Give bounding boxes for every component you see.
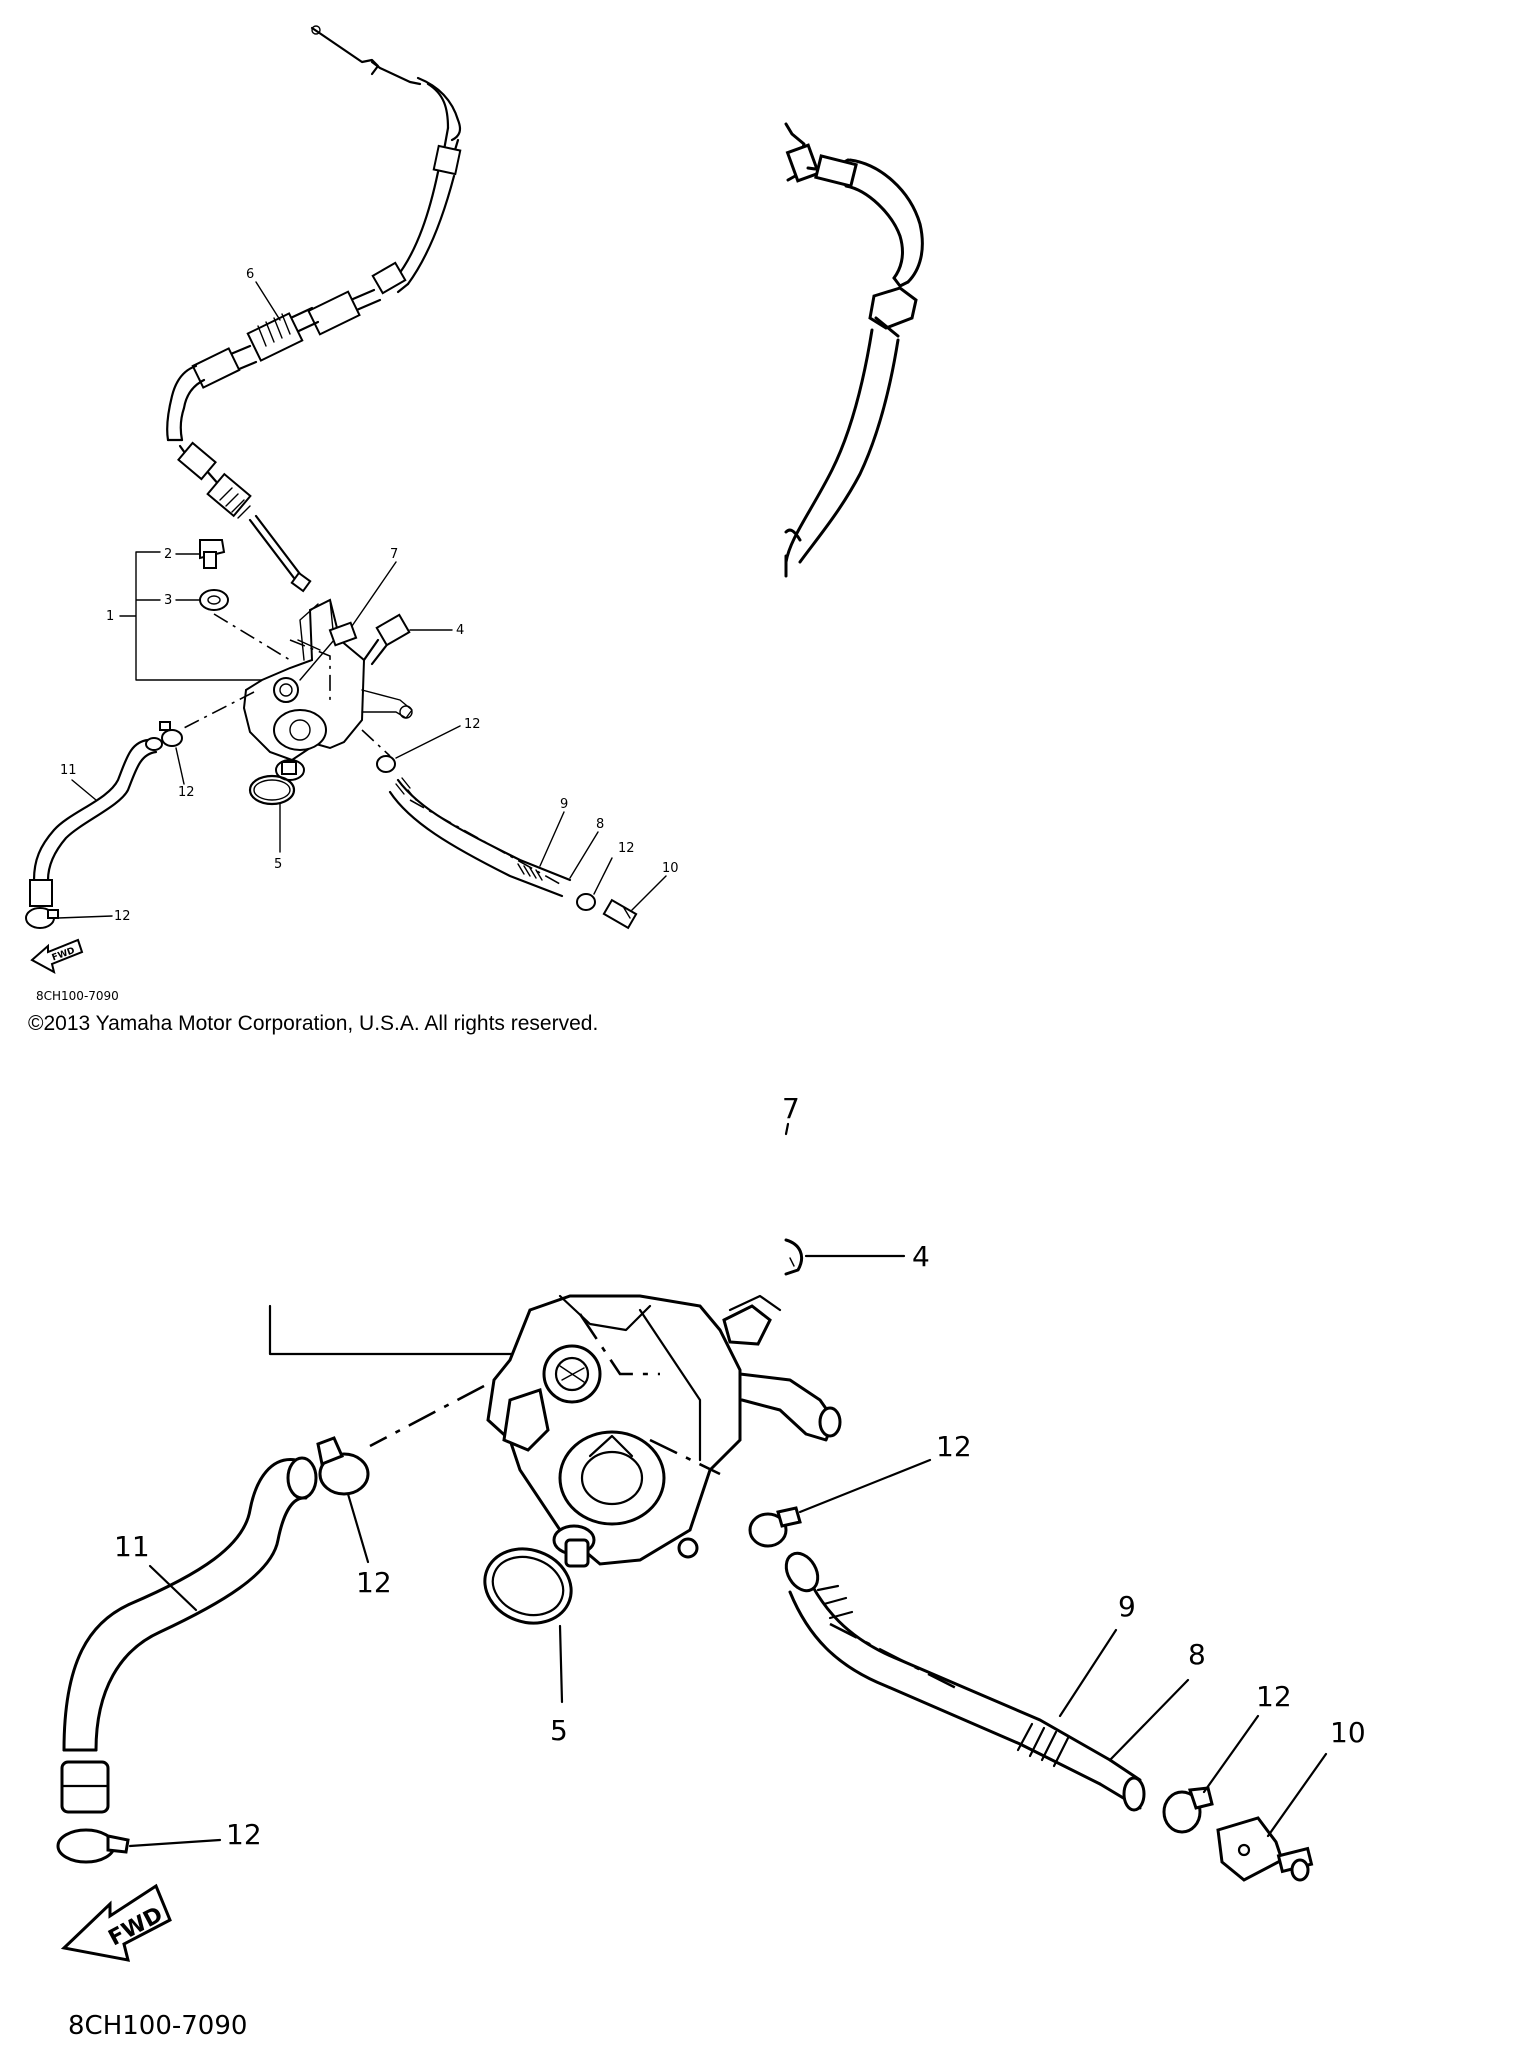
- forward-arrow-big-icon: FWD: [60, 1883, 172, 1962]
- callout-3: 3: [164, 593, 172, 608]
- callout-12-c: 12: [464, 717, 481, 732]
- detail-callout-8: 8: [1188, 1638, 1206, 1671]
- detail-callout-4: 4: [912, 1240, 930, 1273]
- callout-9: 9: [560, 797, 568, 812]
- callout-8: 8: [596, 817, 604, 832]
- cable-detail-view: [784, 122, 924, 578]
- detail-callout-9: 9: [1118, 1590, 1136, 1623]
- detail-callout-12-d: 12: [1256, 1680, 1292, 1713]
- bolt-washer-group: 2 3 1: [106, 539, 291, 681]
- pump-screw: 4: [362, 613, 464, 666]
- pump-detail-view: 7 4 5 12: [56, 1092, 1366, 2041]
- detail-callout-12-b: 12: [226, 1818, 262, 1851]
- callout-4: 4: [456, 623, 464, 638]
- callout-1: 1: [106, 609, 114, 624]
- detail-callout-7: 7: [782, 1092, 800, 1125]
- o-ring: 5: [248, 774, 296, 872]
- delivery-hose: 9 8 10: [388, 777, 679, 930]
- overview-diagram: 6 2 3 1: [25, 25, 679, 1003]
- callout-12-b: 12: [114, 909, 131, 924]
- detail-callout-11: 11: [114, 1530, 150, 1563]
- throttle-cable: 6: [166, 25, 462, 593]
- callout-6: 6: [246, 267, 254, 282]
- cable-nut: 7: [328, 547, 398, 647]
- callout-12-a: 12: [178, 785, 195, 800]
- forward-arrow-icon: FWD: [30, 938, 84, 974]
- callout-12-d: 12: [618, 841, 635, 856]
- diagram-code: 8CH100-7090: [36, 989, 119, 1003]
- detail-callout-5: 5: [550, 1714, 568, 1747]
- callout-2: 2: [164, 547, 172, 562]
- detail-callout-10: 10: [1330, 1716, 1366, 1749]
- hose-clamps: 12 12 12 12: [25, 717, 635, 929]
- detail-diagram-code: 8CH100-7090: [68, 2011, 247, 2041]
- suction-hose: 11: [29, 737, 163, 907]
- callout-5: 5: [274, 857, 282, 872]
- callout-7: 7: [390, 547, 398, 562]
- callout-11: 11: [60, 763, 77, 778]
- detail-callout-12-c: 12: [936, 1430, 972, 1463]
- callout-10: 10: [662, 861, 679, 876]
- copyright-notice: ©2013 Yamaha Motor Corporation, U.S.A. A…: [28, 1012, 599, 1035]
- detail-callout-12-a: 12: [356, 1566, 392, 1599]
